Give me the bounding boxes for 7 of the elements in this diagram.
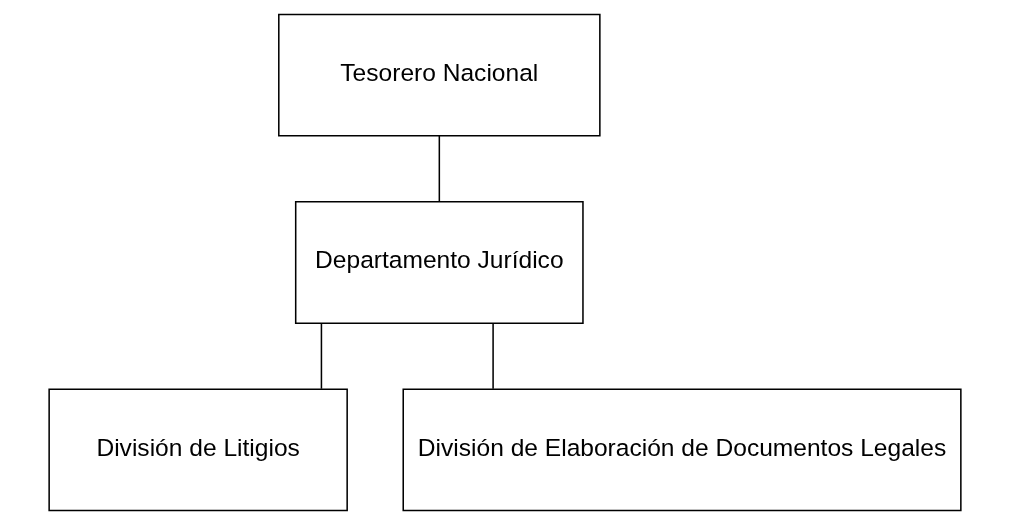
node-box: Tesorero Nacional: [277, 13, 601, 137]
node-box: División de Litigios: [47, 388, 348, 512]
connector: [320, 322, 322, 390]
connector: [438, 135, 440, 203]
node-box: División de Elaboración de Documentos Legales: [401, 388, 962, 512]
node-box: Departamento Jurídico: [294, 201, 584, 324]
connector: [491, 322, 494, 390]
